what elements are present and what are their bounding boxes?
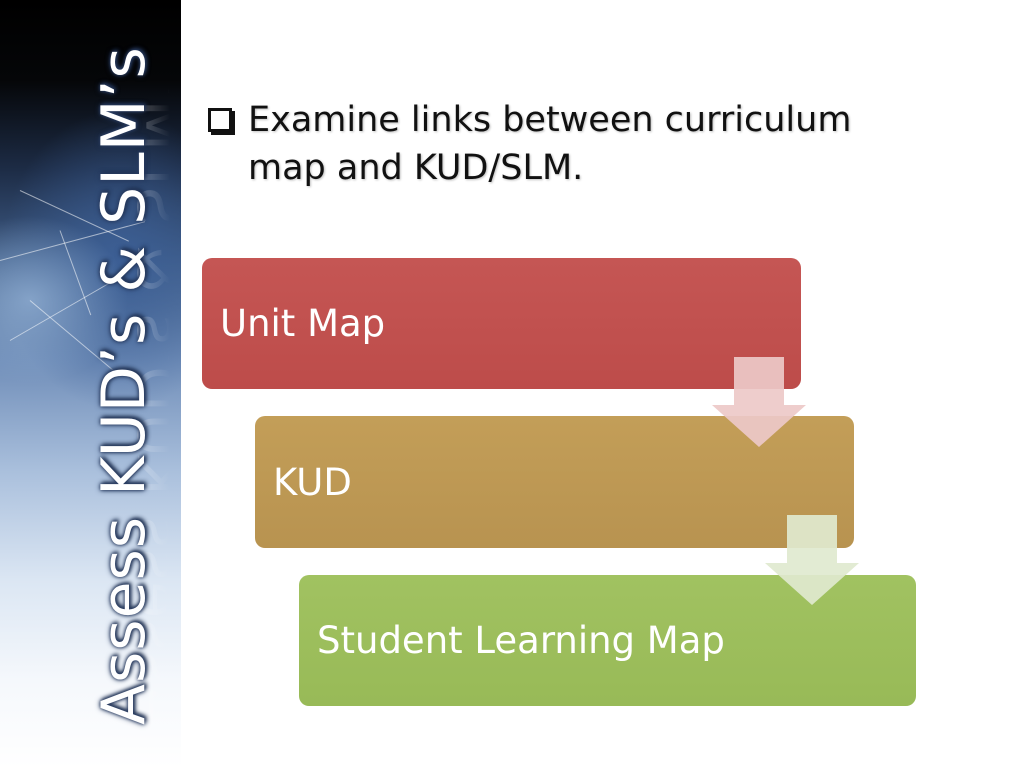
sidebar-background bbox=[0, 0, 181, 768]
flow-step-unit-map: Unit Map bbox=[202, 258, 801, 389]
sidebar-title: Assess KUD’s & SLM’s bbox=[89, 46, 159, 725]
flow-step-label: Unit Map bbox=[220, 302, 386, 345]
down-arrow-icon bbox=[765, 515, 859, 605]
flow-step-student-learning-map: Student Learning Map bbox=[299, 575, 916, 706]
down-arrow-icon bbox=[712, 357, 806, 447]
down-arrow-shape bbox=[765, 515, 859, 605]
checkbox-bullet-icon bbox=[208, 108, 232, 132]
bullet-item: Examine links between curriculum map and… bbox=[208, 96, 928, 192]
sidebar-title-area: Assess KUD’s & SLM’s Assess KUD’s & SLM’… bbox=[0, 0, 193, 768]
flow-step-label: KUD bbox=[273, 460, 352, 504]
down-arrow-shape bbox=[712, 357, 806, 447]
flow-step-label: Student Learning Map bbox=[317, 619, 725, 662]
bullet-text: Examine links between curriculum map and… bbox=[248, 100, 852, 188]
